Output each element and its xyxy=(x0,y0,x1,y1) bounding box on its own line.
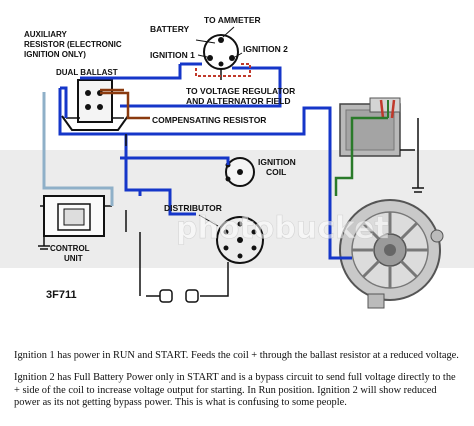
ignition-coil xyxy=(225,157,255,187)
alternator xyxy=(339,199,444,309)
wire-blue-main xyxy=(58,62,352,260)
control-unit xyxy=(38,195,112,250)
label-distributor: DISTRIBUTOR xyxy=(164,203,222,213)
label-dual-ballast: DUAL BALLAST xyxy=(56,68,118,77)
label-compensating-resistor: COMPENSATING RESISTOR xyxy=(152,115,266,125)
label-control-2: UNIT xyxy=(64,254,83,263)
label-ignition-coil-1: IGNITION xyxy=(258,157,296,167)
wire-red-dashed xyxy=(195,63,251,77)
wiring-diagram: BATTERY TO AMMETER IGNITION 1 IGNITION 2… xyxy=(0,15,474,309)
wire-brown xyxy=(100,88,150,120)
label-to-vr-2: AND ALTERNATOR FIELD xyxy=(186,96,291,106)
label-aux-1: AUXILIARY xyxy=(24,30,67,39)
wire-light-blue xyxy=(42,92,114,206)
dual-ballast-resistor xyxy=(61,79,129,131)
label-ignition-coil-2: COIL xyxy=(266,167,286,177)
voltage-regulator xyxy=(339,97,424,193)
label-ignition-2: IGNITION 2 xyxy=(243,44,288,54)
watermark-text: photobucket xyxy=(176,211,389,246)
label-to-ammeter: TO AMMETER xyxy=(204,15,261,25)
label-battery: BATTERY xyxy=(150,24,190,34)
label-ignition-1: IGNITION 1 xyxy=(150,50,195,60)
label-aux-3: IGNITION ONLY) xyxy=(24,50,86,59)
distributor xyxy=(198,214,264,264)
label-to-vr-1: TO VOLTAGE REGULATOR xyxy=(186,86,295,96)
label-control-1: CONTROL xyxy=(50,244,90,253)
ignition-switch xyxy=(195,26,243,80)
label-figure-code: 3F711 xyxy=(46,289,77,301)
wire-green xyxy=(334,116,388,196)
caption-ignition-2: Ignition 2 has Full Battery Power only i… xyxy=(14,372,456,409)
label-aux-2: RESISTOR (ELECTRONIC xyxy=(24,40,122,49)
connector-plugs xyxy=(159,289,199,303)
caption-ignition-1: Ignition 1 has power in RUN and START. F… xyxy=(14,350,459,361)
